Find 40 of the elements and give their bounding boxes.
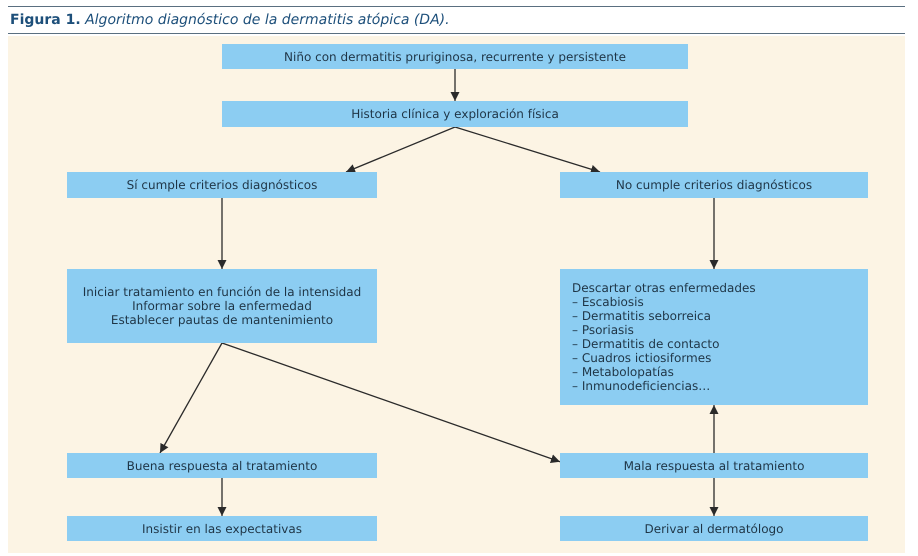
box-text: Iniciar tratamiento en función de la intensidad — [82, 285, 362, 299]
box-text: Descartar otras enfermedades — [572, 281, 756, 295]
process-box — [67, 269, 377, 343]
process-box — [67, 172, 377, 198]
box-text: Derivar al dermatólogo — [644, 522, 784, 536]
arrow — [346, 126, 456, 173]
process-box — [560, 453, 868, 478]
box-text: – Cuadros ictiosiformes — [572, 351, 712, 365]
box-text: Mala respuesta al tratamiento — [624, 458, 804, 472]
process-box — [67, 453, 377, 478]
box-text: Informar sobre la enfermedad — [132, 299, 312, 313]
box-text: – Metabolopatías — [572, 365, 674, 379]
arrow — [217, 478, 227, 516]
process-box — [560, 172, 868, 198]
arrow — [454, 126, 600, 174]
process-box — [222, 101, 688, 127]
arrow — [159, 342, 223, 454]
box-text: Buena respuesta al tratamiento — [126, 458, 318, 472]
box-text: No cumple criterios diagnósticos — [616, 178, 812, 192]
arrow — [217, 198, 227, 269]
figure-title: Figura 1. Algoritmo diagnóstico de la dermatitis atópica (DA). — [10, 12, 450, 28]
process-box — [560, 516, 868, 541]
box-text: Sí cumple criterios diagnósticos — [126, 178, 318, 192]
arrow — [222, 342, 560, 464]
box-text: Establecer pautas de mantenimiento — [110, 313, 334, 327]
box-text: – Dermatitis de contacto — [572, 337, 720, 351]
arrow — [709, 198, 719, 269]
box-text: – Psoriasis — [572, 323, 634, 337]
box-text: – Dermatitis seborreica — [572, 309, 712, 323]
box-text: Niño con dermatitis pruriginosa, recurrente y persistente — [284, 50, 626, 64]
box-text: – Escabiosis — [572, 295, 644, 309]
process-box — [67, 516, 377, 541]
box-text: Insistir en las expectativas — [142, 522, 302, 536]
arrow — [709, 405, 719, 453]
process-box — [222, 44, 688, 69]
box-text: Historia clínica y exploración física — [351, 107, 559, 121]
arrow — [709, 478, 719, 516]
arrow — [450, 69, 460, 101]
process-box — [560, 269, 868, 405]
box-text: – Inmunodeficiencias… — [572, 379, 710, 393]
